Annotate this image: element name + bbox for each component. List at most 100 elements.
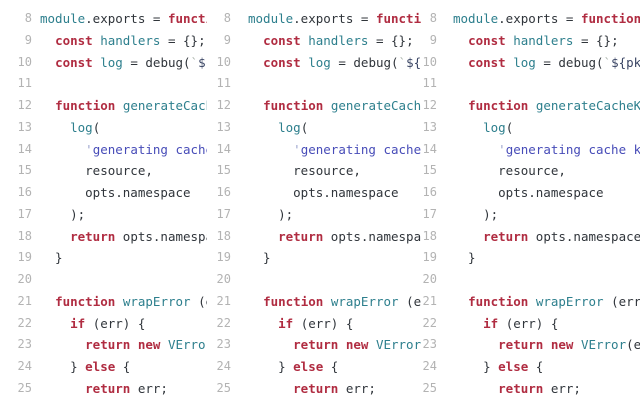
line-number: 11 <box>422 76 437 91</box>
token-pl: ( <box>300 119 309 135</box>
token-itp: ${pkg. <box>406 54 421 70</box>
code-line-row: 13 log( <box>0 117 207 139</box>
code-line: return err; <box>231 381 376 396</box>
token-kw: const <box>468 32 506 48</box>
line-number: 19 <box>422 250 437 265</box>
token-pl: } <box>40 359 86 374</box>
token-kw: return <box>70 228 116 244</box>
code-line-row: 15 resource, <box>0 160 207 182</box>
token-pl: err; <box>338 380 376 396</box>
code-line-row: 20 <box>0 269 207 291</box>
token-kw: new <box>345 337 369 353</box>
token-pl: } <box>453 359 499 374</box>
token-pl: resource, <box>40 163 153 179</box>
code-line-row: 14 'generating cache key for <box>0 139 207 161</box>
line-number: 16 <box>216 185 231 199</box>
code-line-row: 20 <box>421 269 640 291</box>
token-pl <box>543 337 551 352</box>
code-line: opts.namespace <box>437 185 604 200</box>
code-line-row: 21 function wrapError (err, <box>207 291 421 313</box>
token-pl <box>248 316 278 331</box>
token-pl: } <box>248 250 271 266</box>
code-line: const log = debug(`${pkg. <box>437 55 640 70</box>
code-line: const handlers = {}; <box>437 33 619 48</box>
token-pl: .exports = <box>293 11 376 26</box>
code-line: 'generating cache key for <box>437 142 640 157</box>
code-line: return err; <box>32 381 168 396</box>
line-number: 13 <box>422 119 437 134</box>
code-line-row: 17 ); <box>207 204 421 226</box>
token-pl <box>573 337 581 352</box>
token-pl: opts.namespace <box>248 185 399 200</box>
line-number: 23 <box>216 337 231 352</box>
code-line-row: 24 } else { <box>421 356 640 378</box>
line-number: 23 <box>422 337 437 352</box>
token-pl <box>453 142 498 157</box>
token-pl: opts.namespace <box>122 228 207 244</box>
code-line: const handlers = {}; <box>231 33 414 48</box>
code-line-row: 23 return new VError(err <box>421 334 640 356</box>
token-pl: (err) { <box>85 315 146 331</box>
token-kw: else <box>498 359 529 374</box>
line-number: 8 <box>223 11 231 25</box>
code-line: return new VError(err <box>437 337 640 352</box>
token-kw: function <box>55 98 116 113</box>
token-pl: resource, <box>248 163 361 179</box>
code-line-row: 15 resource, <box>207 160 421 182</box>
code-line-row: 12 function generateCacheKey ( <box>421 95 640 117</box>
code-line-row: 19 } <box>421 247 640 269</box>
token-pl: { <box>115 359 131 374</box>
token-kw: return <box>483 228 529 244</box>
token-kw: function <box>468 98 529 113</box>
code-line-row: 18 return opts.namespace <box>421 226 640 248</box>
code-line-row: 22 if (err) { <box>207 313 421 335</box>
code-line <box>231 272 248 287</box>
code-line-row: 12 function generateCacheKey ( <box>207 95 421 117</box>
code-line-row: 21 function wrapError (err, <box>421 291 640 313</box>
line-number: 8 <box>429 11 437 25</box>
token-id: module <box>248 11 294 26</box>
line-number: 17 <box>216 206 231 221</box>
token-id: handlers <box>513 32 574 48</box>
token-pl: opts.namespace <box>453 185 604 200</box>
token-kw: new <box>137 337 161 353</box>
token-str: generating cache key for <box>505 141 640 157</box>
token-pl: = debug( <box>330 54 399 70</box>
line-number: 24 <box>17 359 32 373</box>
line-number: 22 <box>422 315 437 330</box>
code-line-row: 11 <box>207 73 421 95</box>
token-pl <box>453 381 498 396</box>
token-id: VError <box>167 337 207 353</box>
code-line-row: 13 log( <box>421 117 640 139</box>
token-pl <box>453 98 468 113</box>
code-line: ); <box>32 207 85 222</box>
line-number: 12 <box>422 98 437 112</box>
code-line-row: 25 return err; <box>207 378 421 400</box>
code-line-row: 23 return new VError(err <box>207 334 421 356</box>
code-line: resource, <box>231 163 361 178</box>
code-line: ); <box>437 207 498 222</box>
token-pl: (err, <box>611 293 640 309</box>
line-number: 10 <box>17 54 32 69</box>
code-line-row: 20 <box>207 269 421 291</box>
token-kw: if <box>70 315 86 331</box>
token-kw: return <box>293 380 339 396</box>
code-line-row: 10 const log = debug(`${pkg. <box>207 52 421 74</box>
code-line: function generateCacheKey ( <box>231 98 421 113</box>
line-number: 10 <box>216 54 231 69</box>
code-line-row: 11 <box>421 73 640 95</box>
token-kw: function <box>468 293 529 309</box>
code-line-row: 22 if (err) { <box>421 313 640 335</box>
code-line: opts.namespace <box>32 185 190 200</box>
token-pl: resource, <box>453 163 566 179</box>
token-pl: opts.namespace <box>330 228 421 244</box>
code-line <box>437 76 453 91</box>
token-pl <box>248 98 263 113</box>
token-itp: ${pkg. <box>611 54 640 70</box>
token-pl: (err) { <box>293 315 354 331</box>
line-number: 19 <box>17 250 32 265</box>
token-pl <box>368 337 376 352</box>
